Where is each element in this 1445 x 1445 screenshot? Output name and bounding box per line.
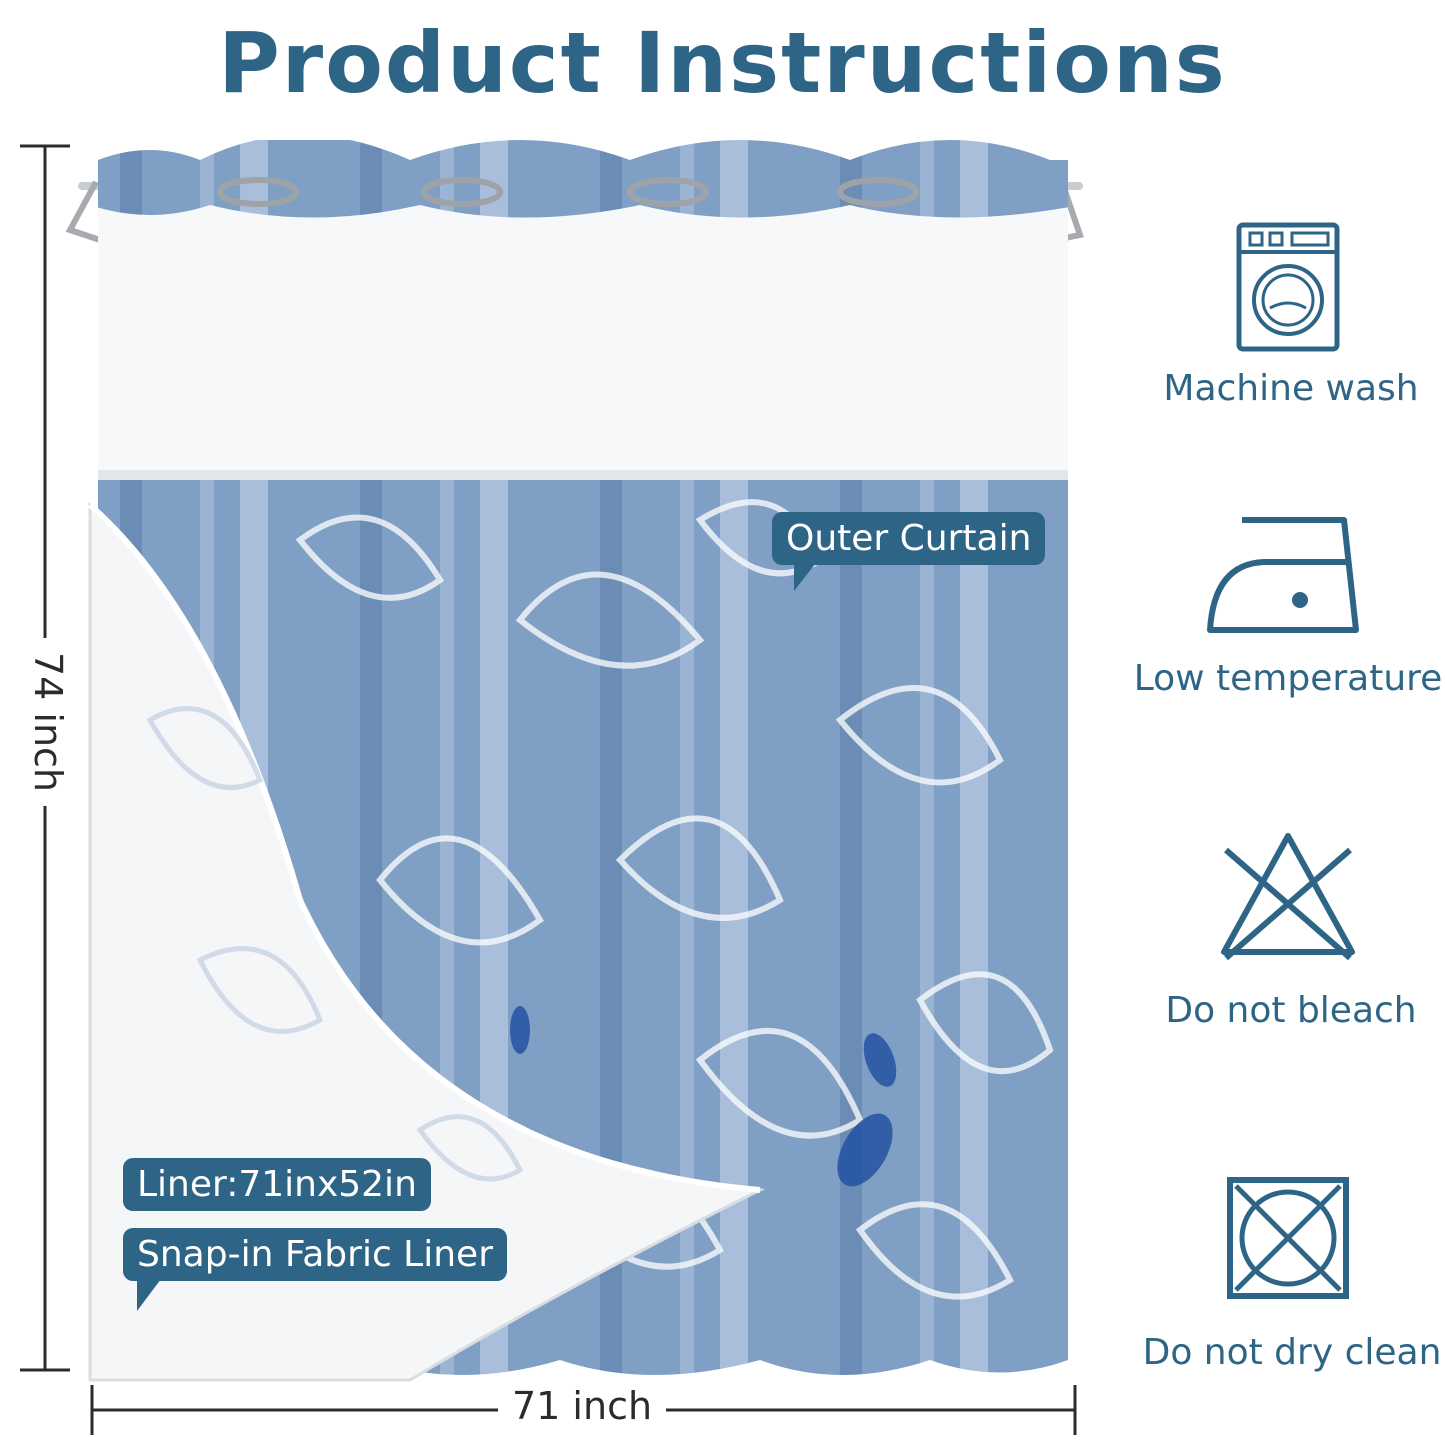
snap-in-liner-label: Snap-in Fabric Liner — [137, 1234, 494, 1275]
washing-machine-icon — [1236, 222, 1340, 352]
snap-in-liner-callout: Snap-in Fabric Liner — [123, 1228, 508, 1311]
mesh-window-band — [98, 205, 1068, 478]
band-shadow — [98, 470, 1068, 480]
width-label: 71 inch — [498, 1384, 667, 1428]
do-not-bleach-icon — [1221, 833, 1355, 960]
callout-tail — [794, 563, 816, 591]
outer-curtain-label: Outer Curtain — [786, 518, 1032, 559]
liner-edge — [88, 502, 761, 1193]
care-label-low-temperature: Low temperature — [1133, 658, 1443, 699]
care-label-machine-wash: Machine wash — [1163, 368, 1419, 409]
liner-show-through — [146, 706, 524, 1182]
rod-hook-left — [65, 180, 101, 243]
page-title: Product Instructions — [218, 14, 1227, 112]
care-label-do-not-dry-clean: Do not dry clean — [1142, 1332, 1442, 1373]
outer-curtain-callout: Outer Curtain — [772, 512, 1046, 591]
liner-size-callout: Liner:71inx52in — [123, 1158, 431, 1211]
grommets — [217, 177, 919, 207]
height-label: 74 inch — [26, 637, 71, 807]
care-label-do-not-bleach: Do not bleach — [1165, 990, 1417, 1031]
dark-leaf-accents — [510, 1006, 897, 1187]
liner-size-label: Liner:71inx52in — [137, 1164, 417, 1205]
iron-low-temperature-icon — [1207, 517, 1359, 633]
callout-tail — [137, 1279, 161, 1311]
do-not-dry-clean-icon — [1227, 1177, 1349, 1299]
